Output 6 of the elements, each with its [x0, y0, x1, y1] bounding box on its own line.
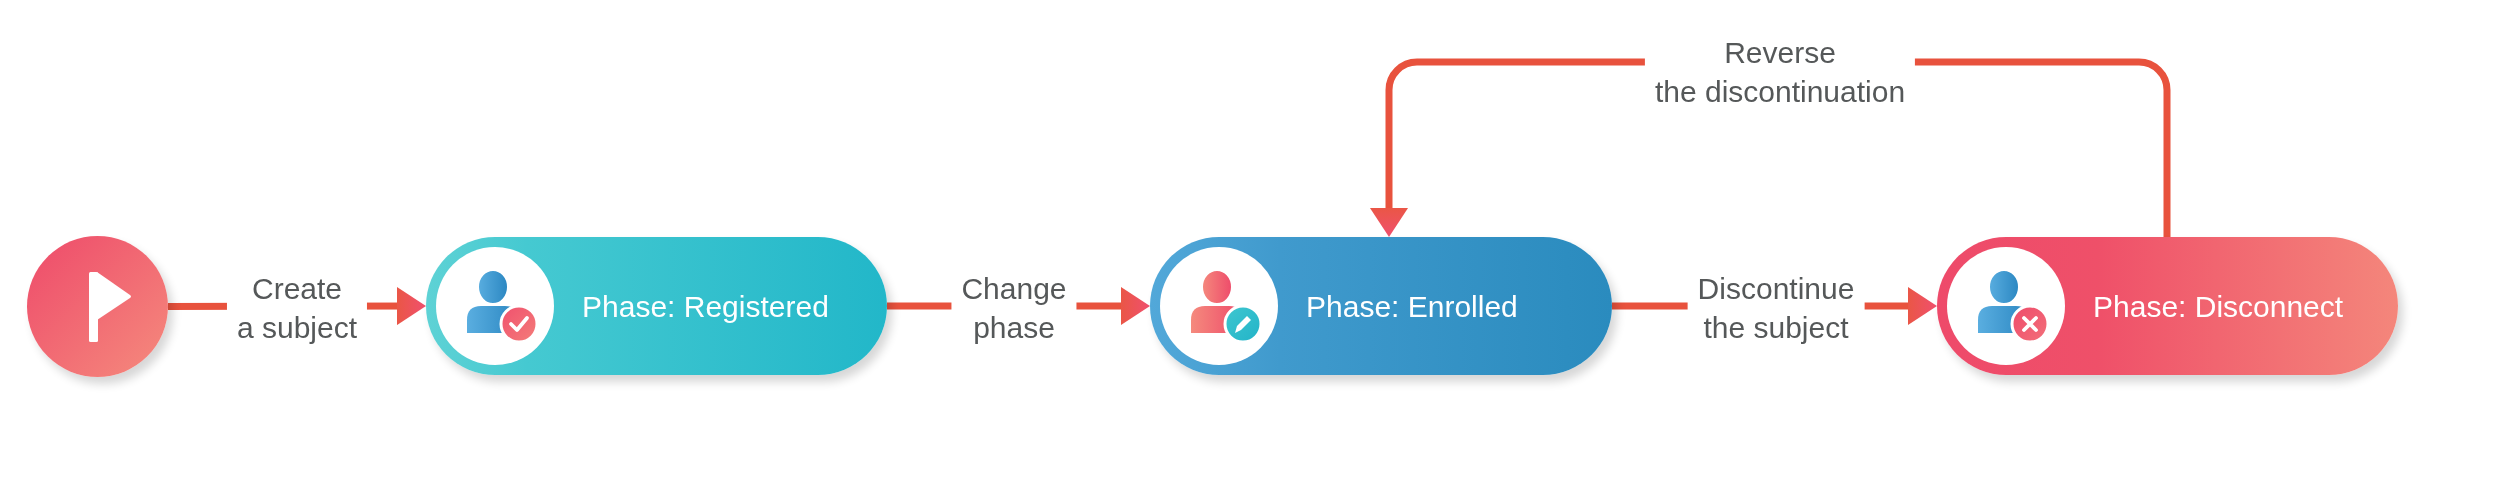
phase-label: Phase: Disconnect: [2093, 288, 2344, 324]
phase-pill: [426, 237, 887, 375]
phase-label: Phase: Enrolled: [1306, 288, 1518, 324]
phase-pill: [1150, 237, 1612, 375]
phase-pill: [1937, 237, 2398, 375]
phase-label: Phase: Registered: [582, 288, 829, 324]
